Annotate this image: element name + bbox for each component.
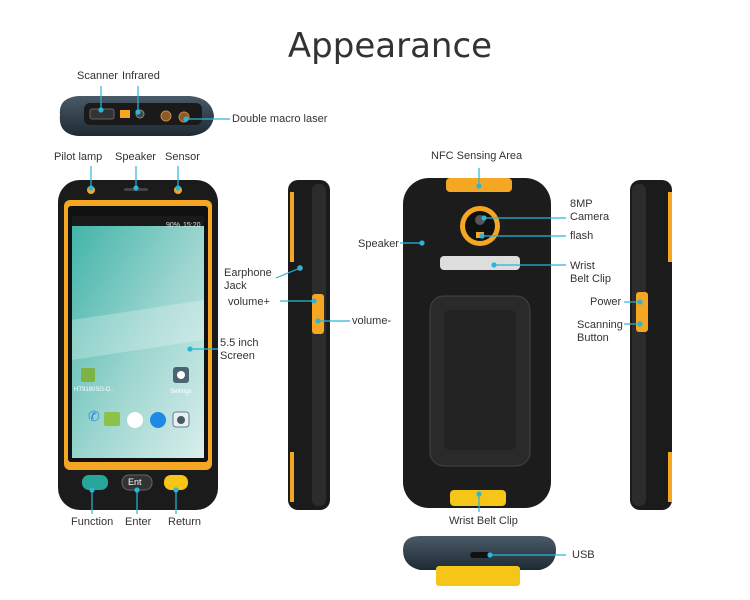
screen-label: 5.5 inch Screen bbox=[220, 337, 259, 362]
volume-down-label: volume- bbox=[352, 315, 392, 327]
enter-key-label: Ent bbox=[128, 477, 142, 487]
svg-text:✆: ✆ bbox=[88, 409, 100, 425]
nfc-sensing-area-label: NFC Sensing Area bbox=[431, 150, 523, 162]
flash-label: flash bbox=[570, 230, 594, 242]
volume-up-label: volume+ bbox=[228, 296, 270, 308]
usb-label: USB bbox=[572, 549, 595, 561]
back-view-device bbox=[403, 178, 551, 508]
infrared-label: Infrared bbox=[122, 70, 160, 82]
app-label: HT9180SG-D.. bbox=[74, 387, 114, 393]
front-view-callouts bbox=[88, 166, 218, 514]
left-side-device bbox=[288, 180, 330, 510]
page-title: Appearance bbox=[287, 26, 493, 66]
speaker-back-label: Speaker bbox=[358, 238, 399, 250]
power-label: Power bbox=[590, 296, 622, 308]
back-view-callouts bbox=[400, 168, 566, 512]
status-time: 15:20 bbox=[183, 222, 201, 229]
front-view-device: ✆ bbox=[58, 180, 218, 510]
scanning-button-label: Scanning Button bbox=[577, 319, 623, 344]
enter-label: Enter bbox=[125, 516, 152, 528]
return-label: Return bbox=[168, 516, 202, 528]
wrist-belt-clip-bottom-label: Wrist Belt Clip bbox=[449, 515, 518, 527]
scanner-label: Scanner bbox=[77, 70, 118, 82]
camera-label: 8MP Camera bbox=[570, 198, 610, 223]
wrist-belt-clip-top-label: Wrist Belt Clip bbox=[570, 260, 611, 285]
settings-label: Settings bbox=[170, 389, 192, 395]
earphone-jack-label: Earphone Jack bbox=[224, 267, 272, 292]
right-side-callouts bbox=[624, 299, 643, 327]
top-view-device bbox=[59, 96, 215, 136]
pilot-lamp-label: Pilot lamp bbox=[54, 151, 103, 163]
function-label: Function bbox=[71, 516, 114, 528]
double-macro-laser-label: Double macro laser bbox=[232, 113, 328, 125]
bottom-view-callouts bbox=[487, 552, 566, 558]
speaker-front-label: Speaker bbox=[115, 151, 156, 163]
status-battery: 90% bbox=[166, 222, 181, 229]
top-view-callouts bbox=[98, 86, 230, 122]
sensor-label: Sensor bbox=[165, 151, 200, 163]
right-side-device bbox=[630, 180, 672, 510]
left-side-callouts bbox=[275, 265, 350, 324]
bottom-view-device bbox=[403, 536, 556, 586]
